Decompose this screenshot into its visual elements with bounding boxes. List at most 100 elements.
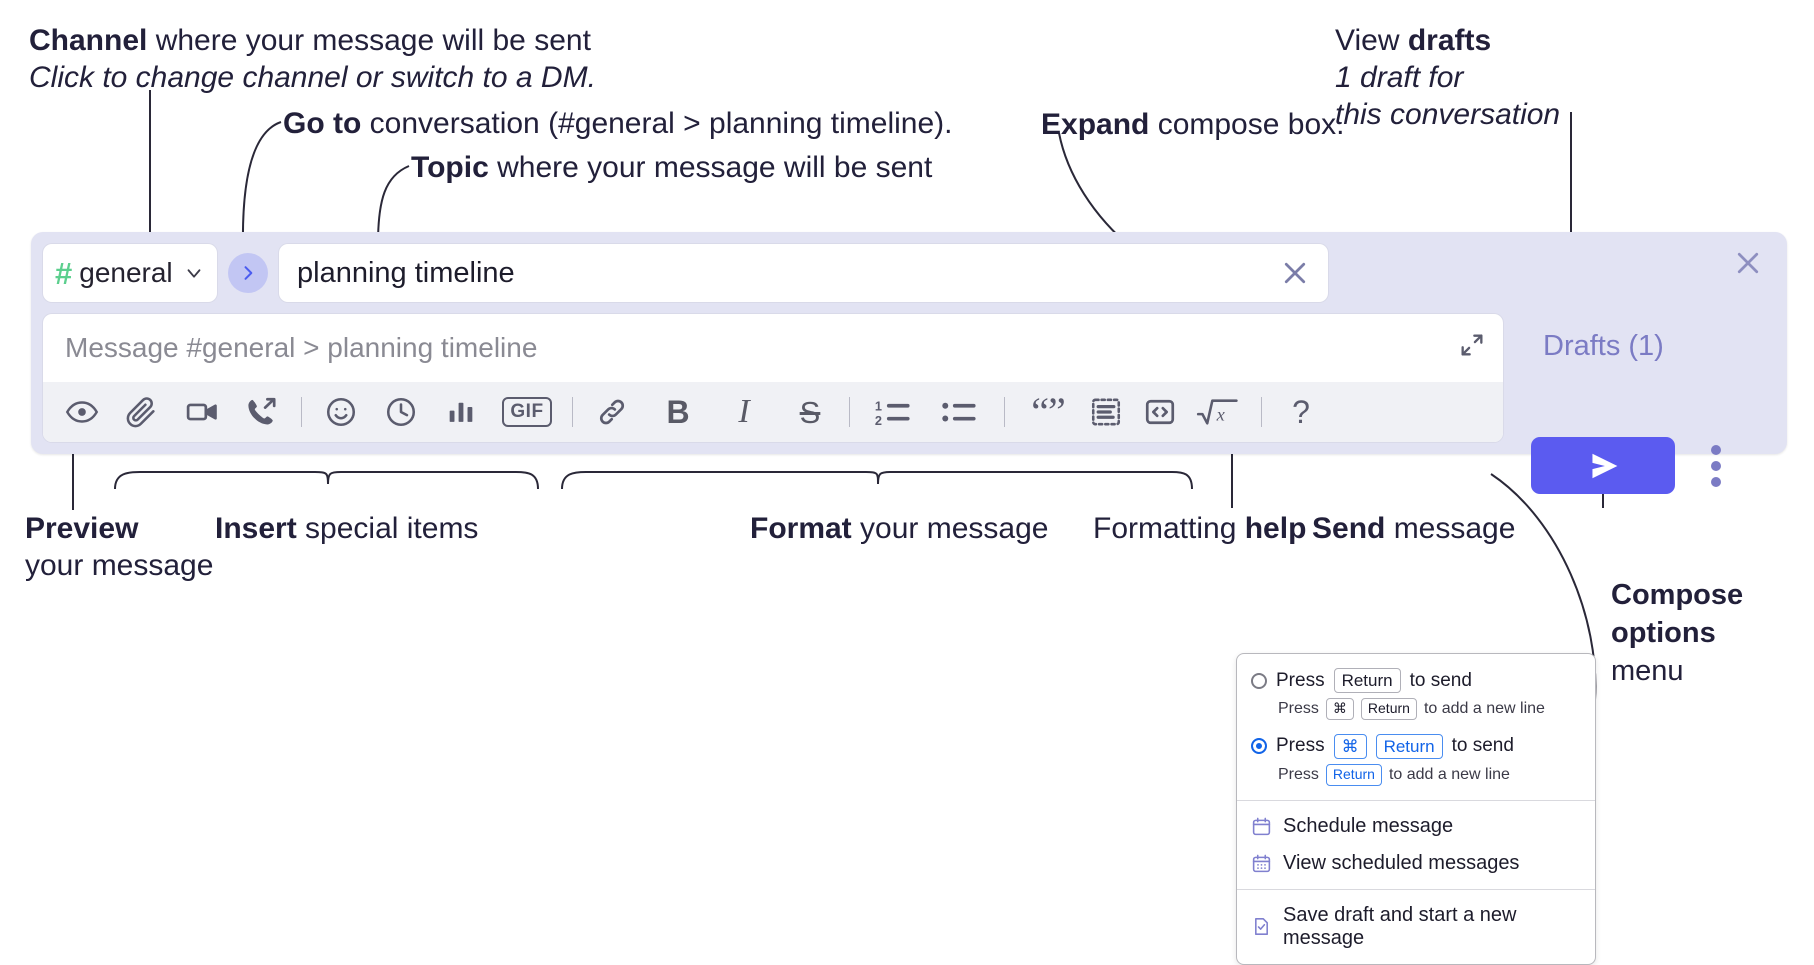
call-icon[interactable] <box>239 389 285 435</box>
annotation-topic: Topic where your message will be sent <box>411 149 932 186</box>
send-option-return-press: Press <box>1276 669 1325 691</box>
annotation-formatting-help: Formatting help <box>1093 510 1306 547</box>
annotation-goto-bold: Go to <box>283 107 362 140</box>
compose-options-menu: Press Return to send Press ⌘ Return to a… <box>1236 653 1596 965</box>
send-option-cmd-sub: Press Return to add a new line <box>1237 763 1595 790</box>
annotation-drafts-sub2: this conversation <box>1335 98 1561 131</box>
bulleted-list-icon[interactable] <box>932 389 988 435</box>
italic-icon[interactable]: I <box>721 389 767 435</box>
code-block-icon[interactable] <box>1083 389 1129 435</box>
topic-value: planning timeline <box>297 256 515 289</box>
svg-text:2: 2 <box>875 413 882 428</box>
radio-return[interactable] <box>1251 672 1267 689</box>
goto-conversation-button[interactable] <box>228 253 268 293</box>
svg-text:x: x <box>1216 405 1226 425</box>
key-cmd: ⌘ <box>1333 733 1367 759</box>
send-option-return[interactable]: Press Return to send <box>1237 664 1595 697</box>
bold-icon[interactable]: B <box>655 389 701 435</box>
annotation-compose-options-bold2: options <box>1611 617 1716 649</box>
annotation-channel-bold: Channel <box>29 24 148 57</box>
compose-panel: # general planning timeline Message #gen… <box>31 232 1787 454</box>
compose-options-button[interactable] <box>1700 445 1732 487</box>
link-icon[interactable] <box>589 389 635 435</box>
send-option-return-sub: Press ⌘ Return to add a new line <box>1237 697 1595 724</box>
sub-action-1: to add a new line <box>1388 765 1510 783</box>
annotation-drafts-bold: drafts <box>1407 24 1492 57</box>
inline-code-icon[interactable] <box>1137 389 1183 435</box>
annotation-expand: Expand compose box. <box>1041 106 1344 143</box>
dot-3 <box>1711 477 1721 487</box>
channel-selector[interactable]: # general <box>43 244 217 302</box>
menu-divider-2 <box>1237 888 1595 890</box>
dot-1 <box>1711 445 1721 455</box>
sub-press-1: Press <box>1278 765 1319 783</box>
topic-input[interactable]: planning timeline <box>279 244 1328 302</box>
video-icon[interactable] <box>179 389 225 435</box>
send-option-cmd-return[interactable]: Press ⌘ Return to send <box>1237 724 1595 763</box>
annotation-preview: Preview your message <box>25 510 213 584</box>
annotation-topic-rest: where your message will be sent <box>488 151 933 184</box>
ordered-list-icon[interactable]: 1 2 <box>866 389 922 435</box>
formatting-toolbar: GIF B I S <box>43 382 1503 442</box>
annotation-compose-options-rest: menu <box>1611 655 1684 687</box>
save-draft-icon <box>1255 918 1268 935</box>
annotation-formatting-help-pre: Formatting <box>1093 512 1245 545</box>
annotation-channel: Channel where your message will be sent … <box>29 22 596 96</box>
annotation-goto: Go to conversation (#general > planning … <box>283 105 953 142</box>
annotation-drafts-sub1: 1 draft for <box>1335 61 1464 94</box>
annotation-preview-sub: your message <box>25 549 214 582</box>
expand-compose-icon[interactable] <box>1455 328 1489 362</box>
help-label: ? <box>1292 393 1310 430</box>
reminder-clock-icon[interactable] <box>378 389 424 435</box>
sub-action-0: to add a new line <box>1423 700 1545 717</box>
send-option-cmd-press: Press <box>1276 735 1325 757</box>
menu-item-view-scheduled-label: View scheduled messages <box>1283 851 1520 874</box>
menu-item-view-scheduled[interactable]: View scheduled messages <box>1237 845 1595 882</box>
send-option-cmd-action: to send <box>1451 735 1514 757</box>
poll-chart-icon[interactable] <box>438 389 484 435</box>
strikethrough-icon[interactable]: S <box>787 389 833 435</box>
annotation-expand-bold: Expand <box>1041 108 1150 141</box>
gif-icon[interactable]: GIF <box>498 389 556 435</box>
latex-icon[interactable]: x <box>1191 389 1245 435</box>
attachment-icon[interactable] <box>119 389 165 435</box>
send-arrow-icon <box>1592 453 1618 478</box>
message-input-area[interactable]: Message #general > planning timeline <box>43 314 1503 442</box>
key-return-0: Return <box>1360 698 1417 720</box>
close-icon[interactable] <box>1731 246 1765 280</box>
chevron-down-icon <box>183 262 205 284</box>
annotation-compose-options: Compose options menu <box>1611 576 1743 690</box>
menu-item-save-draft[interactable]: Save draft and start a new message <box>1237 897 1595 957</box>
annotation-send-rest: message <box>1385 512 1516 545</box>
key-return-blue: Return <box>1375 733 1443 759</box>
gif-label: GIF <box>502 397 552 427</box>
send-button[interactable] <box>1531 437 1675 494</box>
calendar-grid-icon <box>1252 854 1271 872</box>
annotation-insert-bold: Insert <box>215 512 297 545</box>
preview-icon[interactable] <box>59 389 105 435</box>
emoji-icon[interactable] <box>318 389 364 435</box>
key-return-1: Return <box>1325 764 1382 786</box>
key-return: Return <box>1333 668 1401 694</box>
clear-topic-icon[interactable] <box>1278 256 1312 290</box>
annotation-drafts: View drafts 1 draft for this conversatio… <box>1335 22 1560 133</box>
menu-item-save-draft-label: Save draft and start a new message <box>1283 903 1517 949</box>
svg-text:1: 1 <box>875 399 882 414</box>
drafts-link[interactable]: Drafts (1) <box>1543 330 1664 362</box>
toolbar-divider-5 <box>1261 397 1262 427</box>
key-cmd-0: ⌘ <box>1325 698 1354 720</box>
blockquote-label: “” <box>1031 389 1066 434</box>
annotation-formatting-help-bold: help <box>1244 512 1307 545</box>
formatting-help-icon[interactable]: ? <box>1278 389 1324 435</box>
toolbar-divider-3 <box>849 397 850 427</box>
annotation-channel-sub: Click to change channel or switch to a D… <box>29 61 596 94</box>
annotation-format: Format your message <box>750 510 1048 547</box>
blockquote-icon[interactable]: “” <box>1021 389 1075 435</box>
radio-cmd-return[interactable] <box>1251 738 1267 755</box>
strikethrough-label: S <box>799 394 821 430</box>
toolbar-divider-2 <box>572 397 573 427</box>
annotation-format-bold: Format <box>750 512 852 545</box>
menu-item-schedule-message[interactable]: Schedule message <box>1237 808 1595 845</box>
hash-icon: # <box>55 255 73 291</box>
annotation-compose-options-bold1: Compose <box>1611 579 1744 611</box>
